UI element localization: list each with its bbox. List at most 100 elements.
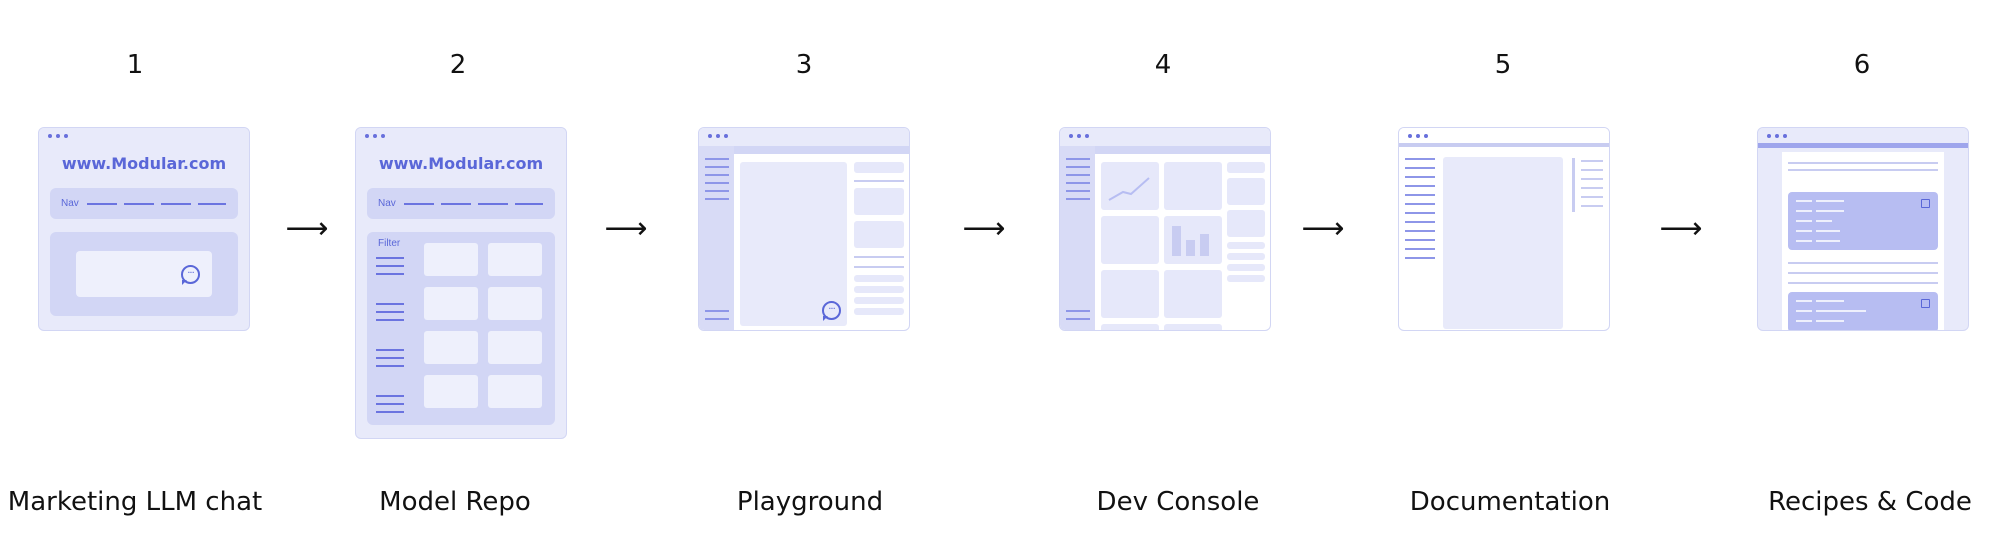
code-line xyxy=(1816,310,1866,312)
site-url: www.Modular.com xyxy=(61,154,227,173)
metric-widget xyxy=(1164,324,1222,330)
sidebar-line xyxy=(705,310,729,312)
doc-nav-line xyxy=(1405,158,1435,160)
code-line xyxy=(1796,300,1812,302)
toc-rule xyxy=(1572,158,1575,212)
chat-panel: ··· xyxy=(50,232,238,316)
nav-link xyxy=(198,203,226,205)
log-row xyxy=(1227,210,1265,237)
toc-line xyxy=(1581,196,1603,198)
bar-chart-icon xyxy=(1172,226,1209,256)
filter-option xyxy=(376,365,404,367)
settings-field xyxy=(854,275,904,282)
filter-option xyxy=(376,273,404,275)
step-6-number: 6 xyxy=(1853,50,1871,80)
nav-link xyxy=(478,203,508,205)
slider-track xyxy=(854,256,904,258)
line-chart-widget xyxy=(1101,162,1159,210)
doc-nav-line xyxy=(1405,176,1435,178)
dev-console-mockup xyxy=(1059,127,1271,331)
window-dots-icon xyxy=(48,134,72,138)
marketing-chat-mockup: www.Modular.com Nav ··· xyxy=(38,127,250,331)
playground-sidebar xyxy=(699,146,734,330)
step-2-label: Model Repo xyxy=(379,487,531,517)
doc-nav-line xyxy=(1405,257,1435,259)
toc-line xyxy=(1581,169,1603,171)
slider-track xyxy=(854,266,904,268)
settings-field xyxy=(854,162,904,173)
settings-field xyxy=(854,297,904,304)
model-card xyxy=(424,287,478,320)
nav-label: Nav xyxy=(378,198,396,209)
doc-content xyxy=(1443,157,1563,329)
step-1-label: Marketing LLM chat xyxy=(7,487,263,517)
model-card xyxy=(488,375,542,408)
flow-arrow-5: ⟶ xyxy=(1659,211,1703,246)
window-titlebar xyxy=(1758,128,1968,146)
window-titlebar xyxy=(39,128,249,146)
recipes-code-mockup xyxy=(1757,127,1969,331)
metric-widget xyxy=(1101,270,1159,318)
nav-link xyxy=(441,203,471,205)
settings-field xyxy=(854,308,904,315)
window-dots-icon xyxy=(1408,134,1432,138)
code-line xyxy=(1816,240,1840,242)
filter-option xyxy=(376,265,404,267)
filter-option xyxy=(376,357,404,359)
code-line xyxy=(1816,300,1844,302)
settings-field xyxy=(854,221,904,248)
code-line xyxy=(1796,220,1812,222)
doc-nav-line xyxy=(1405,185,1435,187)
text-line xyxy=(1788,272,1938,274)
header-rule xyxy=(1399,143,1609,147)
code-block xyxy=(1788,292,1938,330)
slider-track xyxy=(854,180,904,182)
model-card xyxy=(488,243,542,276)
repo-panel: Filter xyxy=(367,232,555,425)
metric-widget xyxy=(1164,270,1222,318)
copy-icon xyxy=(1921,299,1930,308)
toc-line xyxy=(1581,205,1603,207)
sidebar-line xyxy=(1066,310,1090,312)
step-5-label: Documentation xyxy=(1409,487,1611,517)
sidebar-line xyxy=(1066,190,1090,192)
step-1-number: 1 xyxy=(126,50,144,80)
filter-option xyxy=(376,319,404,321)
window-dots-icon xyxy=(365,134,389,138)
code-block xyxy=(1788,192,1938,250)
log-row xyxy=(1227,242,1265,249)
sidebar-line xyxy=(1066,182,1090,184)
filter-option xyxy=(376,349,404,351)
filter-option xyxy=(376,411,404,413)
step-3-number: 3 xyxy=(795,50,813,80)
doc-nav-line xyxy=(1405,212,1435,214)
console-sidebar xyxy=(1060,146,1095,330)
window-titlebar xyxy=(1060,128,1270,146)
model-card xyxy=(488,287,542,320)
metric-widget xyxy=(1101,324,1159,330)
text-line xyxy=(1788,162,1938,164)
flow-arrow-2: ⟶ xyxy=(604,211,648,246)
model-card xyxy=(488,331,542,364)
sidebar-line xyxy=(705,182,729,184)
step-4-number: 4 xyxy=(1154,50,1172,80)
sidebar-line xyxy=(705,190,729,192)
sidebar-line xyxy=(1066,158,1090,160)
documentation-mockup xyxy=(1398,127,1610,331)
doc-nav-line xyxy=(1405,167,1435,169)
settings-field xyxy=(854,188,904,215)
toc-line xyxy=(1581,178,1603,180)
doc-nav-line xyxy=(1405,221,1435,223)
log-row xyxy=(1227,275,1265,282)
toolbar-stripe xyxy=(699,146,909,154)
nav-link xyxy=(161,203,191,205)
sidebar-line xyxy=(705,166,729,168)
window-titlebar xyxy=(356,128,566,146)
sidebar-line xyxy=(1066,198,1090,200)
step-3-label: Playground xyxy=(736,487,884,517)
code-line xyxy=(1816,320,1844,322)
model-card xyxy=(424,243,478,276)
code-line xyxy=(1796,310,1812,312)
text-line xyxy=(1788,169,1938,171)
window-titlebar xyxy=(1399,128,1609,146)
